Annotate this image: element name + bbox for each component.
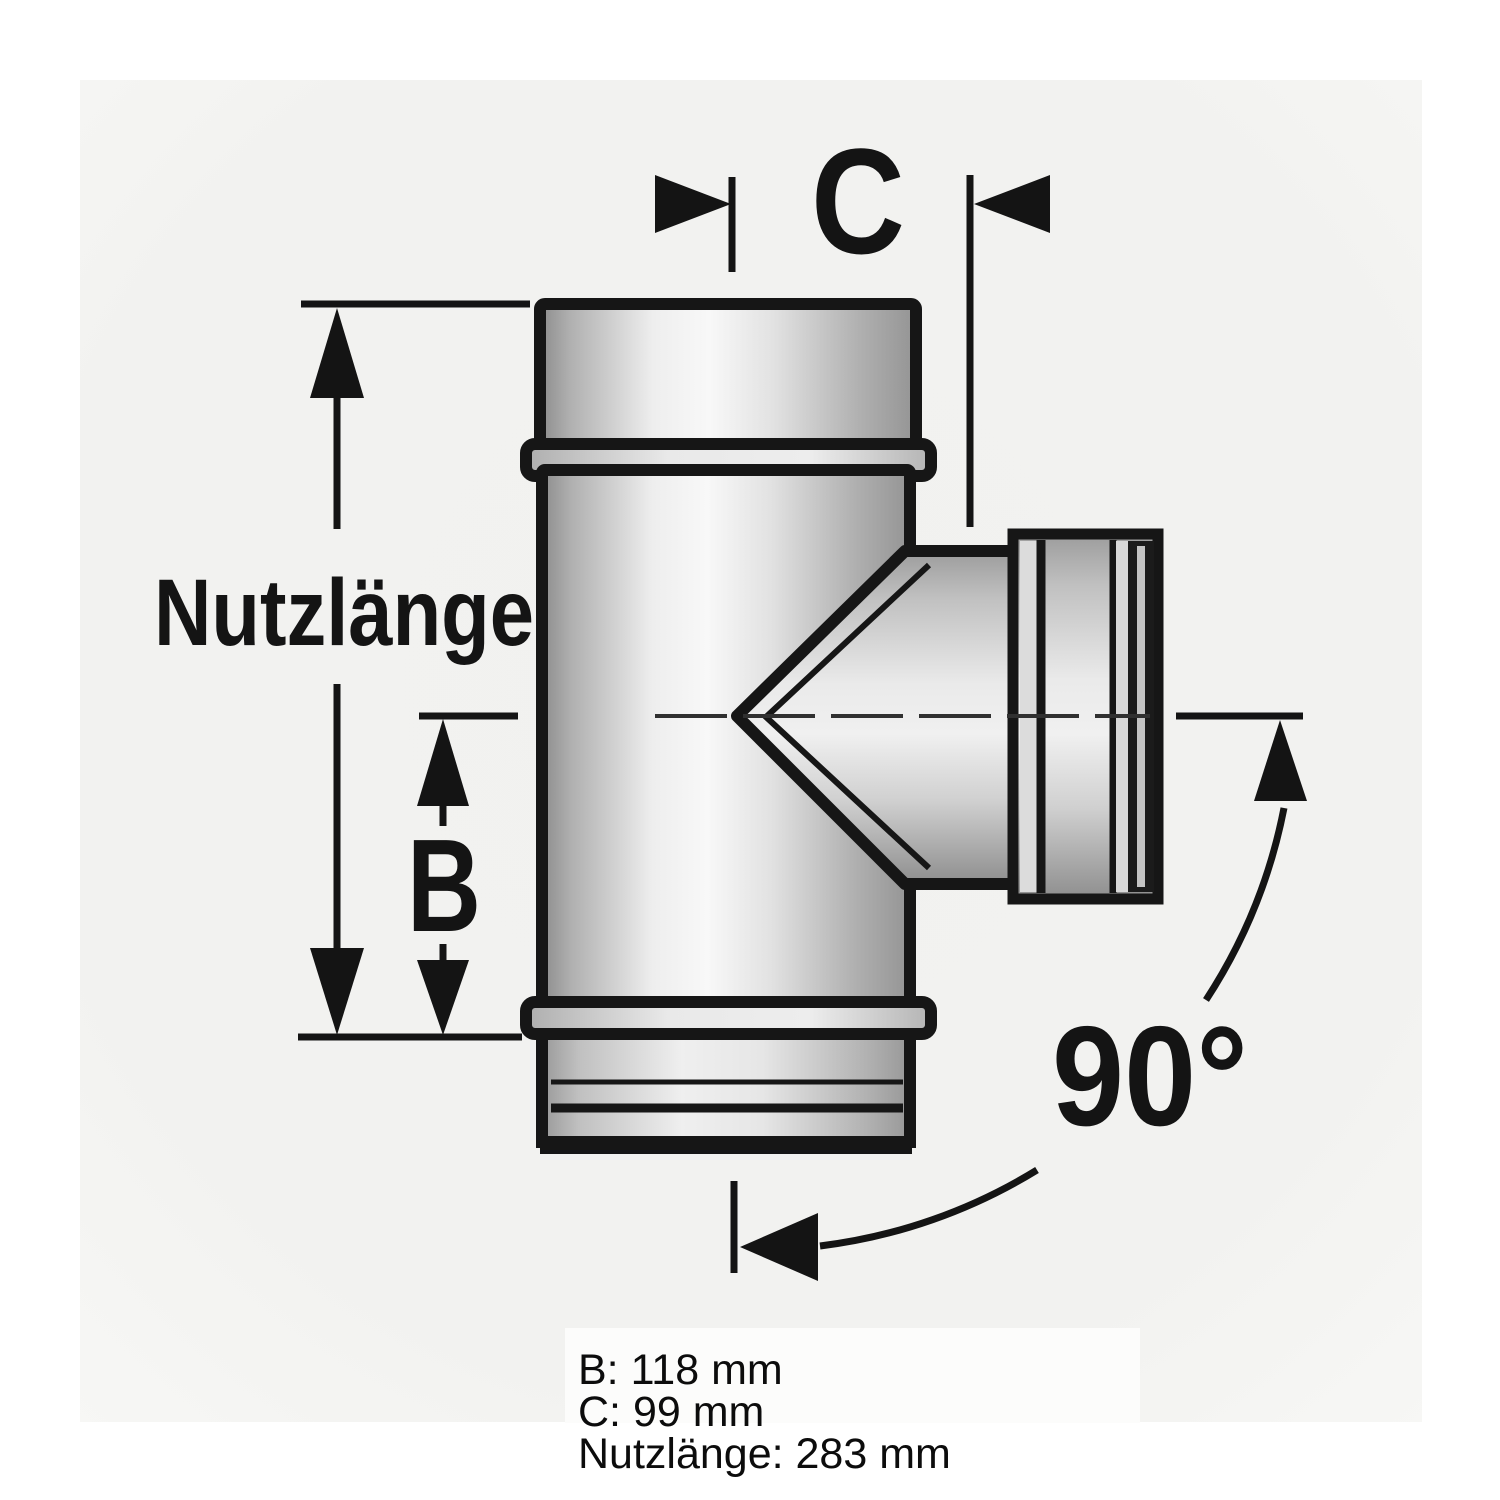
spec-block-background <box>565 1328 1140 1423</box>
spec-line-b: B: 118 mm <box>578 1346 783 1394</box>
pipe-bottom-socket <box>536 1028 916 1148</box>
dim-angle-label: 90° <box>1052 997 1248 1156</box>
dim-nutzlaenge-label: Nutzlänge <box>154 560 534 666</box>
spec-line-c: C: 99 mm <box>578 1388 764 1436</box>
spec-line-nutzlaenge: Nutzlänge: 283 mm <box>578 1430 951 1478</box>
pipe-top-spigot <box>534 298 922 456</box>
dim-nutzlaenge-arrow-up-icon <box>310 308 364 398</box>
dim-b-arrow-up-icon <box>417 719 469 806</box>
dim-angle-arc-lower <box>819 1167 1039 1250</box>
dim-angle-arrow-left-icon <box>740 1213 818 1281</box>
dim-c-arrow-left-icon <box>974 175 1050 233</box>
dim-c-label: C <box>811 117 905 285</box>
dim-nutzlaenge: Nutzlänge <box>154 300 534 1041</box>
dim-b: B <box>407 712 518 1035</box>
dim-angle-arc-upper <box>1203 807 1288 1002</box>
dim-nutzlaenge-arrow-down-icon <box>310 948 364 1035</box>
dim-c: C <box>655 117 1050 527</box>
dim-angle-arrow-up-icon <box>1254 720 1307 801</box>
dim-c-arrow-right-icon <box>655 175 731 233</box>
pipe-tee-fitting <box>520 298 1164 1154</box>
dim-angle-90: 90° <box>730 712 1307 1281</box>
dim-b-arrow-down-icon <box>417 960 469 1035</box>
spec-block: B: 118 mm C: 99 mm Nutzlänge: 283 mm <box>565 1328 1140 1478</box>
dim-b-label: B <box>407 812 481 959</box>
